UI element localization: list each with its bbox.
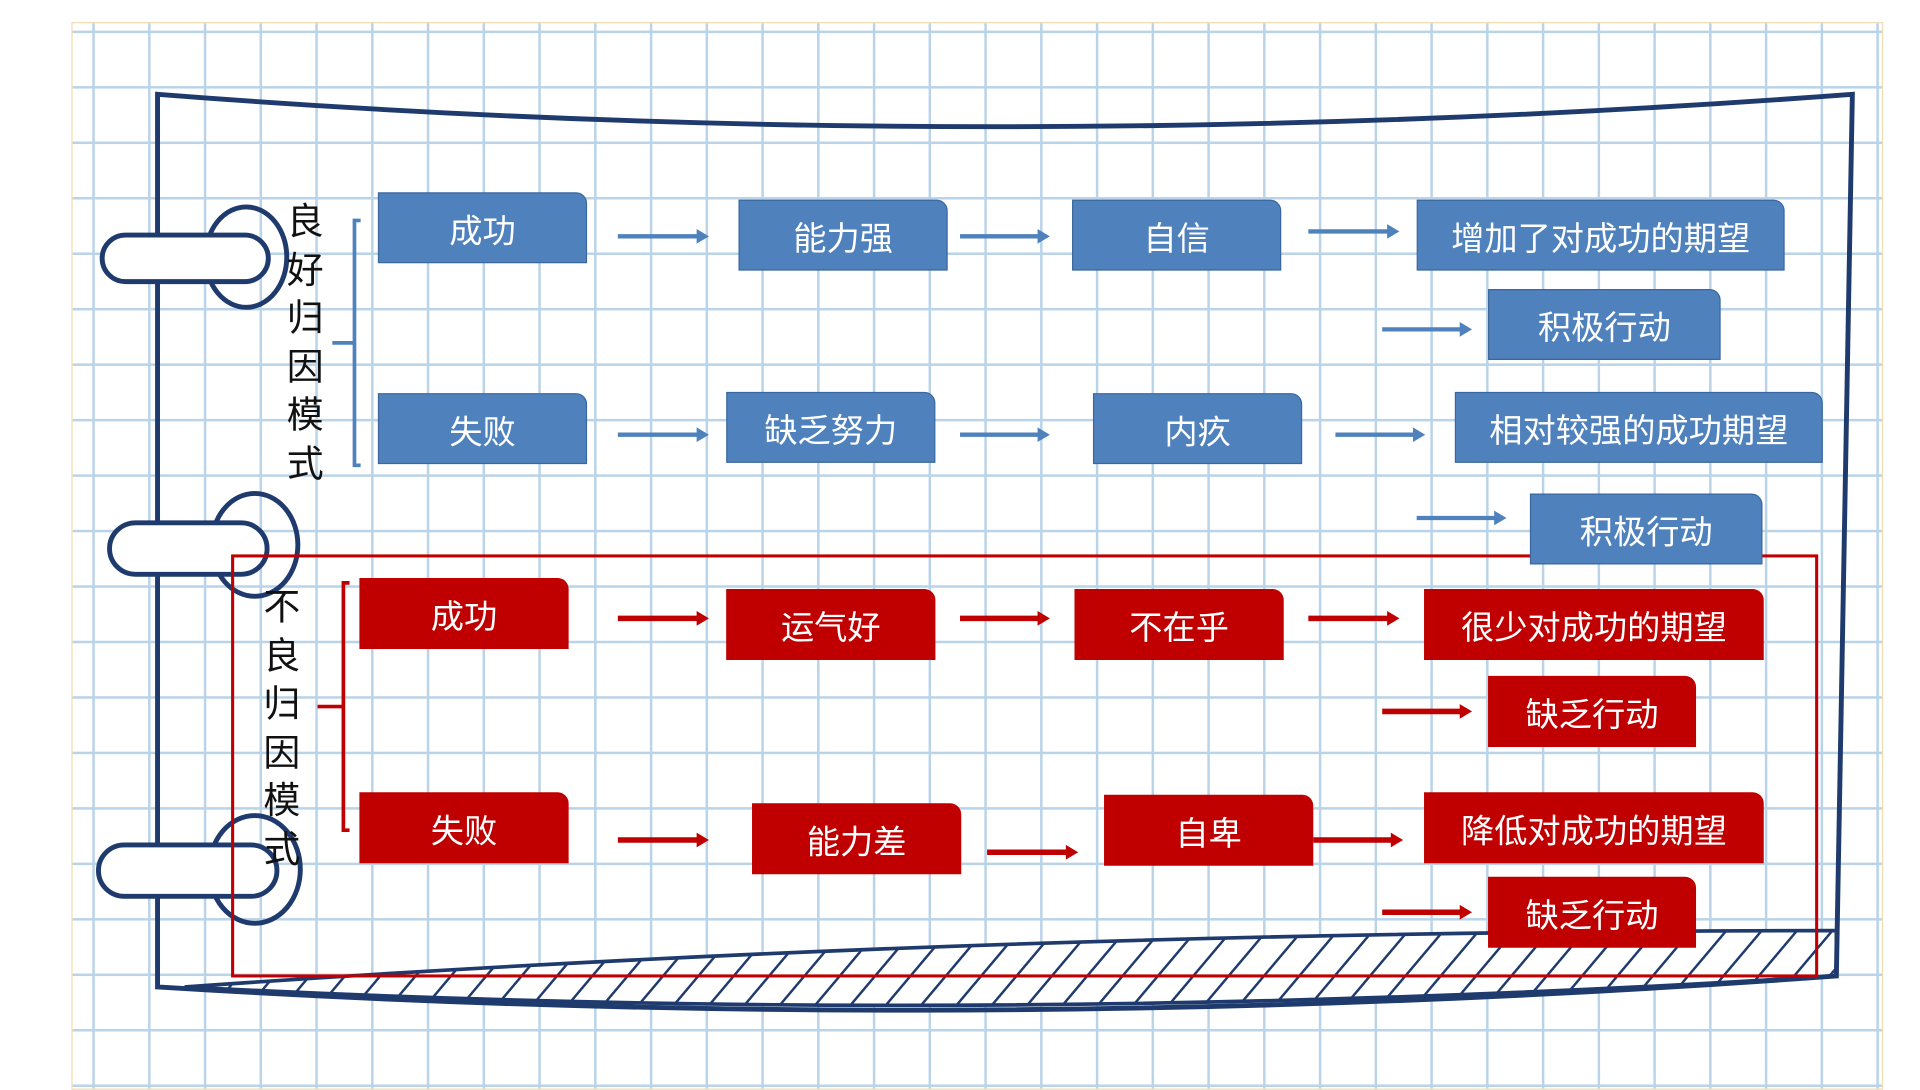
good-success-box: 成功	[377, 192, 588, 264]
good-guilt-box: 内疚	[1092, 393, 1303, 465]
label-char: 不	[263, 586, 301, 630]
good-effort-box: 缺乏努力	[726, 391, 936, 463]
bad-indifferent-box: 不在乎	[1074, 588, 1284, 661]
label-char: 好	[286, 249, 324, 293]
bad-success-box: 成功	[359, 577, 569, 649]
bad-luck-box: 运气好	[726, 588, 936, 661]
good-ability-box: 能力强	[738, 199, 948, 271]
arrow-head-icon	[696, 832, 709, 848]
bad-failure-box: 失败	[359, 792, 569, 864]
bad-inferiority-box: 自卑	[1104, 794, 1314, 866]
arrow-head-icon	[1037, 427, 1050, 443]
arrow-head-icon	[1387, 224, 1400, 239]
label-char: 式	[263, 828, 301, 872]
bad-pattern-bracket	[317, 581, 350, 833]
good-action-box: 积极行动	[1488, 288, 1721, 361]
arrow-head-icon	[1459, 904, 1473, 920]
label-char: 归	[286, 297, 324, 341]
good-expectation-box: 增加了对成功的期望	[1416, 199, 1785, 271]
arrow-head-icon	[1459, 322, 1473, 337]
good-pattern-bracket	[332, 218, 361, 468]
good-failure-expectation-box: 相对较强的成功期望	[1454, 391, 1823, 463]
label-char: 模	[263, 780, 301, 823]
label-char: 良	[286, 200, 324, 244]
arrow-head-icon	[1494, 510, 1507, 526]
arrow-head-icon	[696, 427, 709, 443]
good-pattern-label: 良 好 归 因 模 式	[284, 198, 326, 488]
arrow-head-icon	[1412, 427, 1426, 443]
good-failure-action-box: 积极行动	[1529, 493, 1763, 565]
binder-rings	[96, 204, 303, 926]
good-confidence-box: 自信	[1072, 199, 1282, 271]
arrow-head-icon	[1037, 611, 1050, 626]
label-char: 式	[286, 442, 324, 486]
arrow-head-icon	[696, 228, 709, 244]
good-failure-box: 失败	[377, 393, 588, 465]
bad-action-box: 缺乏行动	[1488, 675, 1697, 747]
bad-pattern-label: 不 良 归 因 模 式	[261, 584, 303, 874]
bad-failure-expectation-box: 降低对成功的期望	[1424, 792, 1764, 864]
label-char: 归	[263, 683, 301, 727]
bad-failure-action-box: 缺乏行动	[1488, 876, 1697, 948]
bad-ability-box: 能力差	[752, 803, 962, 875]
arrow-head-icon	[1390, 832, 1404, 848]
label-char: 良	[263, 634, 301, 678]
arrow-head-icon	[1037, 228, 1050, 244]
label-char: 因	[263, 731, 301, 775]
arrow-head-icon	[696, 611, 709, 626]
label-char: 因	[286, 345, 324, 389]
frame-outline	[155, 91, 1855, 1013]
arrow-head-icon	[1065, 844, 1079, 860]
label-char: 模	[286, 394, 324, 438]
arrow-head-icon	[1459, 704, 1473, 719]
arrow-head-icon	[1387, 611, 1400, 626]
bad-expectation-box: 很少对成功的期望	[1424, 588, 1764, 661]
bad-pattern-highlight-box	[231, 554, 1819, 978]
